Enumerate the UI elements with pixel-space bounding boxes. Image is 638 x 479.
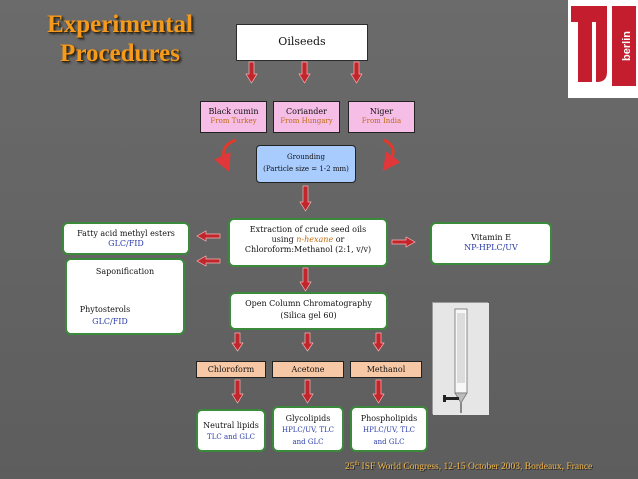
- glycolipids-node: Glycolipids HPLC/UV, TLC and GLC: [272, 406, 344, 452]
- phytosterols-method: GLC/FID: [92, 317, 128, 326]
- grounding-detail: (Particle size = 1-2 mm): [263, 164, 349, 173]
- curved-arrow-right: [382, 138, 401, 172]
- phospholipids-method-2: and GLC: [373, 437, 405, 446]
- title-line-1: Experimental: [47, 11, 193, 38]
- chloroform-node: Chloroform: [196, 361, 266, 378]
- oilseeds-label: Oilseeds: [278, 35, 326, 48]
- chloroform-label: Chloroform: [207, 365, 255, 374]
- solvent-hexane: n-hexane: [296, 235, 334, 244]
- column-icon: [433, 303, 489, 415]
- niger-origin: From India: [361, 117, 402, 125]
- coriander-node: Coriander From Hungary: [273, 101, 340, 133]
- glycolipids-method-2: and GLC: [292, 437, 324, 446]
- vitamin-e-label: Vitamin E: [471, 233, 511, 242]
- glycolipids-method: HPLC/UV, TLC: [281, 426, 335, 434]
- niger-node: Niger From India: [348, 101, 415, 133]
- occ-label: Open Column Chromatography: [245, 299, 372, 308]
- vitamin-e-node: Vitamin E NP-HPLC/UV: [430, 222, 552, 265]
- phytosterols-label: Phytosterols: [79, 305, 131, 314]
- black-cumin-label: Black cumin: [208, 107, 259, 116]
- conference-footer: 25th ISF World Congress, 12-15 October 2…: [345, 461, 593, 473]
- phospholipids-label: Phospholipids: [360, 414, 418, 423]
- title-line-2: Procedures: [60, 40, 180, 67]
- extraction-line-1: Extraction of crude seed oils: [249, 225, 367, 234]
- coriander-label: Coriander: [286, 107, 327, 116]
- methanol-label: Methanol: [366, 365, 406, 374]
- neutral-lipids-node: Neutral lipids TLC and GLC: [196, 409, 266, 452]
- down-arrows: [115, 61, 416, 404]
- oilseeds-node: Oilseeds: [236, 24, 368, 61]
- grounding-label: Grounding: [287, 153, 325, 161]
- extraction-line-2: using n-hexane or: [271, 235, 345, 244]
- extraction-line-3: Chloroform:Methanol (2:1, v/v): [244, 245, 372, 254]
- vitamin-e-method: NP-HPLC/UV: [464, 243, 518, 252]
- fame-label: Fatty acid methyl esters: [77, 229, 175, 238]
- black-cumin-origin: From Turkey: [210, 117, 257, 125]
- methanol-node: Methanol: [350, 361, 422, 378]
- chromatography-column-photo: [432, 302, 489, 415]
- extraction-node: Extraction of crude seed oils using n-he…: [228, 218, 388, 267]
- niger-label: Niger: [369, 107, 394, 116]
- acetone-node: Acetone: [272, 361, 344, 378]
- fame-node: Fatty acid methyl esters GLC/FID: [62, 222, 190, 255]
- page-title: Experimental Procedures: [30, 10, 210, 68]
- phospholipids-node: Phospholipids HPLC/UV, TLC and GLC: [350, 406, 428, 452]
- neutral-lipids-method: TLC and GLC: [207, 433, 255, 441]
- logo-mark-icon: [571, 6, 636, 86]
- black-cumin-node: Black cumin From Turkey: [200, 101, 267, 133]
- coriander-origin: From Hungary: [280, 117, 333, 125]
- neutral-lipids-label: Neutral lipids: [203, 421, 259, 430]
- saponification-node: Saponification Phytosterols GLC/FID: [65, 258, 185, 335]
- fame-method: GLC/FID: [108, 239, 144, 248]
- occ-node: Open Column Chromatography (Silica gel 6…: [229, 292, 388, 330]
- saponification-label: Saponification: [95, 267, 155, 276]
- occ-detail: (Silica gel 60): [280, 311, 337, 320]
- tu-berlin-logo: berlin: [568, 0, 638, 98]
- acetone-label: Acetone: [291, 365, 325, 374]
- curved-arrow-left: [214, 138, 237, 173]
- glycolipids-label: Glycolipids: [285, 414, 331, 423]
- phospholipids-method: HPLC/UV, TLC: [362, 426, 416, 434]
- grounding-node: Grounding (Particle size = 1-2 mm): [256, 145, 356, 183]
